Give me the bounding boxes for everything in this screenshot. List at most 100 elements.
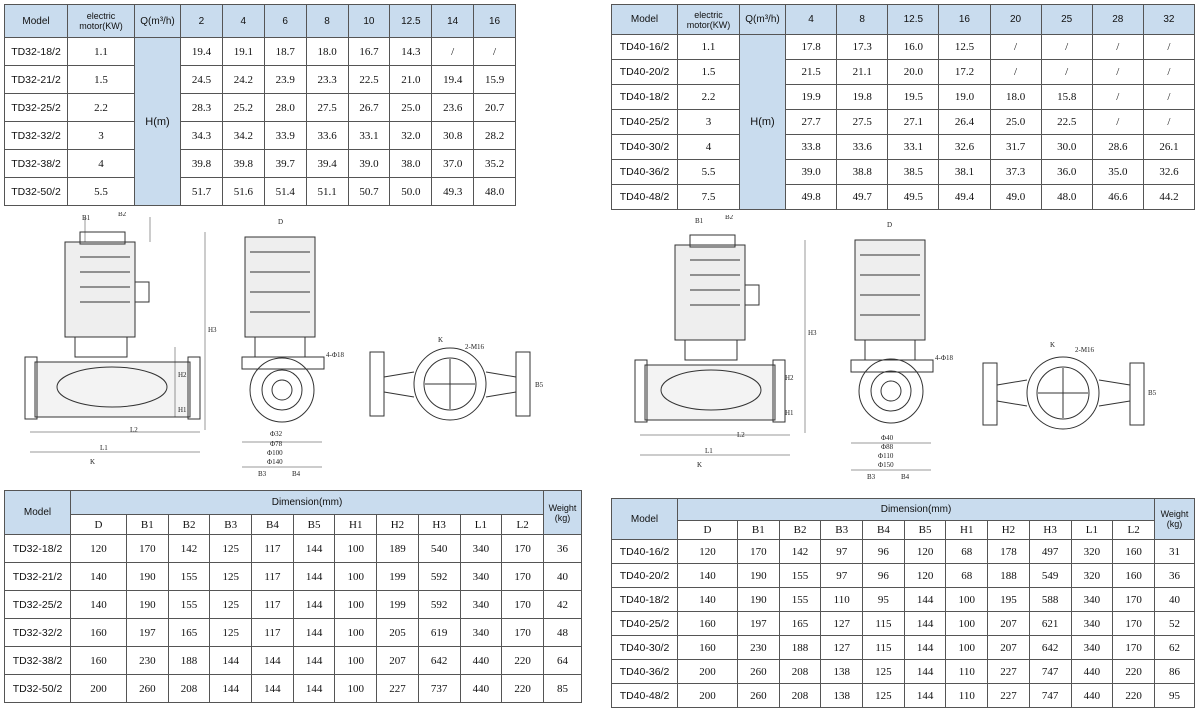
flow-rate-header: 4 [221, 4, 265, 38]
dimension-value-cell: 440 [1070, 659, 1114, 684]
model-cell: TD40-25/2 [611, 109, 678, 135]
dimension-value-cell: 95 [862, 587, 905, 612]
dimension-value-cell: 188 [987, 563, 1030, 588]
head-value-cell: / [1091, 84, 1144, 110]
label-b3: B3 [867, 473, 876, 481]
dimension-value-cell: 197 [126, 618, 169, 647]
dimension-value-cell: 160 [677, 611, 738, 636]
head-value-cell: 26.1 [1142, 134, 1196, 160]
motor-power-cell: 2.2 [677, 84, 740, 110]
model-cell: TD32-32/2 [4, 618, 71, 647]
model-cell: TD40-48/2 [611, 683, 678, 708]
head-value-cell: 34.2 [221, 121, 265, 150]
label-h1: H1 [178, 406, 187, 414]
dimension-value-cell: 178 [987, 539, 1030, 564]
label-d: D [887, 221, 892, 229]
dimension-value-cell: 125 [209, 534, 253, 563]
head-value-cell: 51.1 [305, 177, 349, 206]
dimension-value-cell: 165 [778, 611, 822, 636]
motor-power-cell: 7.5 [677, 184, 740, 210]
dimension-column-header: B1 [126, 514, 169, 535]
dimension-value-cell: 189 [376, 534, 419, 563]
model-cell: TD40-36/2 [611, 659, 678, 684]
model-header: Model [611, 498, 678, 540]
dimension-value-cell: 140 [677, 587, 738, 612]
dimension-value-cell: 642 [1028, 635, 1072, 660]
dimension-value-cell: 125 [209, 618, 253, 647]
head-value-cell: 39.4 [305, 149, 349, 178]
dimension-value-cell: 68 [945, 563, 989, 588]
flow-rate-header: 8 [836, 4, 889, 35]
dimension-value-cell: 190 [737, 587, 780, 612]
motor-power-cell: 1.1 [677, 34, 740, 60]
label-b3: B3 [258, 470, 267, 478]
label-b4: B4 [901, 473, 910, 481]
label-l1: L1 [705, 447, 713, 455]
head-value-cell: 33.6 [305, 121, 349, 150]
dimension-value-cell: 160 [677, 635, 738, 660]
head-value-cell: 17.2 [938, 59, 991, 85]
label-h3: H3 [208, 326, 217, 334]
head-label-cell: H(m) [134, 37, 181, 206]
dimension-value-cell: 125 [862, 683, 905, 708]
dimension-value-cell: 170 [1112, 635, 1155, 660]
head-value-cell: 26.4 [938, 109, 991, 135]
head-value-cell: 38.8 [836, 159, 889, 185]
model-header: Model [4, 4, 68, 38]
model-cell: TD32-38/2 [4, 149, 68, 178]
head-value-cell: 23.3 [305, 65, 349, 94]
label-k: K [697, 461, 702, 469]
head-value-cell: 19.5 [887, 84, 940, 110]
dimension-value-cell: 120 [903, 563, 947, 588]
label-phi32: Φ32 [270, 430, 283, 438]
head-value-cell: 19.4 [431, 65, 475, 94]
head-value-cell: 18.0 [305, 37, 349, 66]
dimension-value-cell: 619 [417, 618, 461, 647]
dimension-column-header: B5 [903, 520, 947, 540]
label-b5: B5 [535, 381, 544, 389]
head-value-cell: 36.0 [1040, 159, 1093, 185]
head-value-cell: / [1040, 34, 1093, 60]
weight-cell: 40 [543, 562, 582, 591]
dimension-value-cell: 144 [903, 587, 947, 612]
dimension-header: Dimension(mm) [70, 490, 544, 515]
head-value-cell: 27.1 [887, 109, 940, 135]
head-value-cell: 32.6 [938, 134, 991, 160]
flow-rate-header: 10 [347, 4, 391, 38]
head-value-cell: 32.0 [389, 121, 433, 150]
label-h3: H3 [808, 329, 817, 337]
motor-power-cell: 3 [67, 121, 135, 150]
head-value-cell: 28.6 [1091, 134, 1144, 160]
head-value-cell: 16.7 [347, 37, 391, 66]
dimension-value-cell: 197 [737, 611, 780, 636]
dimension-value-cell: 549 [1028, 563, 1072, 588]
head-value-cell: 19.9 [784, 84, 838, 110]
motor-power-cell: 5.5 [677, 159, 740, 185]
dimension-value-cell: 110 [945, 683, 989, 708]
dimension-column-header: H2 [987, 520, 1030, 540]
flow-rate-header: 25 [1040, 4, 1093, 35]
head-value-cell: 25.2 [221, 93, 265, 122]
dimension-column-header: L1 [459, 514, 503, 535]
label-phi78: Φ78 [270, 440, 283, 448]
dimension-value-cell: 747 [1028, 683, 1072, 708]
model-cell: TD32-18/2 [4, 534, 71, 563]
dimension-value-cell: 340 [1070, 635, 1114, 660]
dimension-value-cell: 144 [903, 611, 947, 636]
dimension-value-cell: 737 [417, 674, 461, 703]
head-value-cell: 34.3 [180, 121, 223, 150]
label-4-phi18: 4-Φ18 [935, 354, 953, 362]
head-value-cell: 16.0 [887, 34, 940, 60]
dimension-header: Dimension(mm) [677, 498, 1155, 521]
dimension-column-header: B2 [167, 514, 211, 535]
dimension-value-cell: 230 [737, 635, 780, 660]
dimension-value-cell: 144 [903, 635, 947, 660]
dimension-value-cell: 155 [167, 590, 211, 619]
dimension-value-cell: 207 [987, 635, 1030, 660]
dimension-value-cell: 117 [251, 618, 294, 647]
head-value-cell: 46.6 [1091, 184, 1144, 210]
